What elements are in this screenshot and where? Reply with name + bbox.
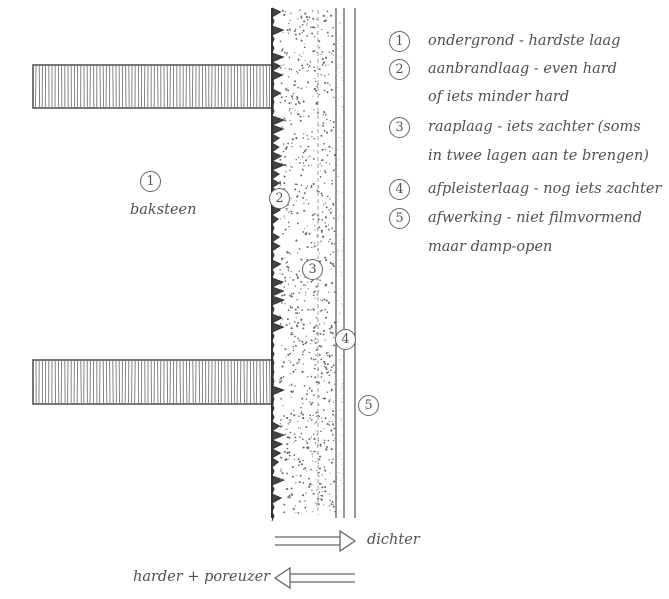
legend-text: maar damp-open	[428, 239, 553, 255]
legend-number: 1	[389, 31, 410, 52]
legend-number: 3	[389, 117, 410, 138]
legend-number: 4	[389, 179, 410, 200]
legend-text: afpleisterlaag - nog iets zachter	[428, 181, 662, 197]
arrow-right-label: dichter	[367, 532, 420, 548]
legend-text: ondergrond - hardste laag	[428, 33, 621, 49]
brick-label: baksteen	[130, 202, 197, 218]
wall-substrate-edge	[270, 7, 286, 522]
arrow-right	[275, 529, 357, 553]
layer-marker-3: 3	[302, 259, 323, 280]
arrow-left-label: harder + poreuzer	[133, 569, 271, 585]
arrow-left	[273, 566, 355, 590]
legend-text: aanbrandlaag - even hard	[428, 61, 617, 77]
brick-number-marker: 1	[140, 171, 161, 192]
plaster-layers	[279, 8, 356, 518]
legend-text: raaplaag - iets zachter (soms	[428, 119, 641, 135]
brick-courses	[32, 64, 274, 405]
legend-number: 5	[389, 208, 410, 229]
legend-text: in twee lagen aan te brengen)	[428, 148, 649, 164]
layer-marker-4: 4	[335, 329, 356, 350]
legend-text: afwerking - niet filmvormend	[428, 210, 642, 226]
legend-number: 2	[389, 59, 410, 80]
layer-marker-5: 5	[358, 395, 379, 416]
legend-text: of iets minder hard	[428, 89, 570, 105]
layer-marker-2: 2	[269, 188, 290, 209]
